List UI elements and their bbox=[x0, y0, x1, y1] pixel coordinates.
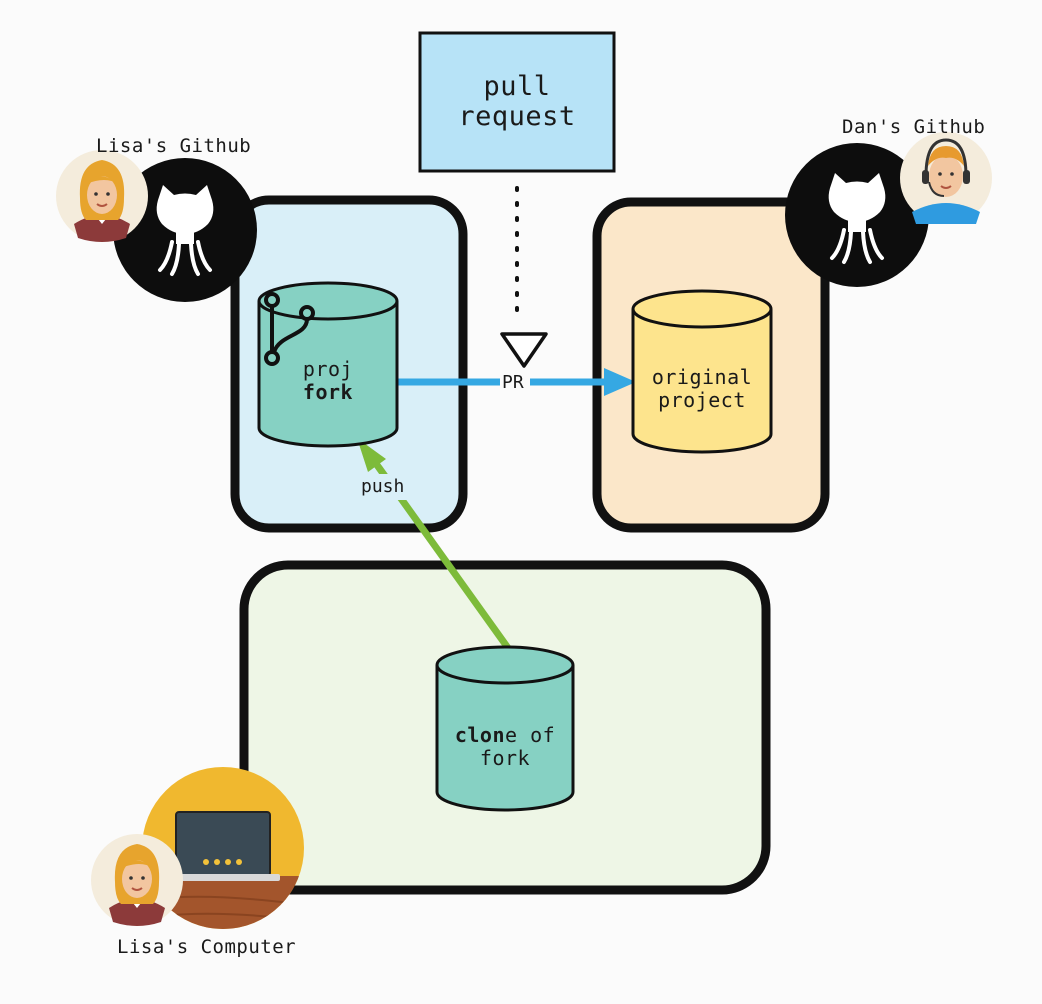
pull-request-label: pull request bbox=[420, 72, 614, 132]
proj-fork-cylinder bbox=[257, 281, 399, 448]
dan-github-octocat-icon bbox=[785, 143, 929, 287]
original-project-line1: original bbox=[651, 365, 753, 389]
clone-of-fork-label: clone of fork bbox=[437, 724, 573, 770]
proj-fork-line1: proj bbox=[302, 357, 354, 381]
pull-request-box bbox=[418, 31, 616, 173]
avatar-lisa-github bbox=[56, 150, 148, 242]
pull-request-line1: pull bbox=[483, 71, 551, 102]
pr-arrow-label: PR bbox=[502, 372, 524, 393]
lisa-github-octocat-icon bbox=[113, 158, 257, 302]
clone-of-fork-cylinder bbox=[435, 645, 575, 812]
pr-triangle-marker bbox=[500, 332, 548, 368]
proj-fork-label: proj fork bbox=[259, 358, 397, 404]
pull-request-line2: request bbox=[458, 101, 576, 132]
clone-word-bold: clon bbox=[454, 723, 505, 747]
clone-of-fork-line2: fork bbox=[479, 746, 531, 770]
proj-fork-line2: fork bbox=[302, 380, 354, 404]
lisa-computer-label: Lisa's Computer bbox=[117, 936, 297, 958]
dan-github-label: Dan's Github bbox=[842, 116, 986, 138]
push-arrow-label: push bbox=[361, 476, 405, 497]
original-project-label: original project bbox=[633, 366, 771, 412]
push-label-bg bbox=[358, 474, 416, 500]
pr-label-bg bbox=[500, 372, 530, 394]
original-project-line2: project bbox=[658, 388, 746, 412]
push-arrow-head bbox=[357, 438, 386, 472]
git-branch-icon bbox=[264, 292, 315, 366]
clone-word-rest: e of bbox=[505, 723, 556, 747]
pr-arrow-head bbox=[604, 368, 636, 396]
original-project-cylinder bbox=[631, 289, 773, 454]
lisa-github-label: Lisa's Github bbox=[96, 135, 252, 157]
avatar-lisa-computer bbox=[91, 834, 183, 926]
avatar-dan-headset bbox=[900, 132, 992, 224]
